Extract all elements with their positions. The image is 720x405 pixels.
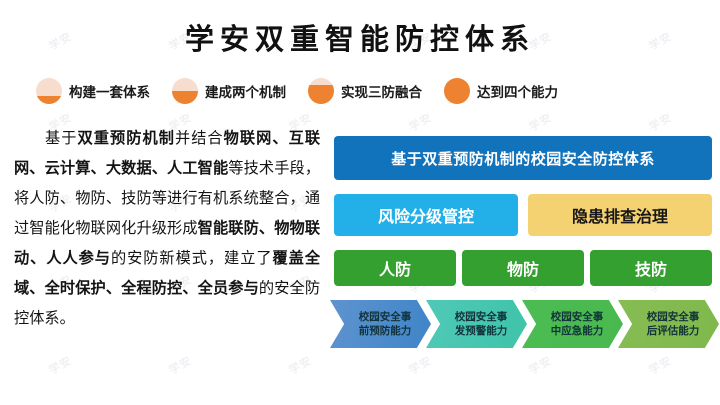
mechanism-box-hazard-investigation: 隐患排查治理: [528, 194, 712, 236]
paragraph-segment: 与: [243, 280, 259, 297]
capability-line-1: 校园安全事: [550, 311, 604, 323]
capability-chevron-row: 校园安全事前预防能力校园安全事发预警能力校园安全事中应急能力校园安全事后评估能力: [330, 300, 719, 348]
description-paragraph: 基于双重预防机制并结合物联网、互联网、云计算、大数据、人工智能等技术手段，将人防…: [14, 124, 320, 334]
capability-chevron-1: 校园安全事前预防能力: [330, 300, 431, 348]
progress-circle-fill: [308, 85, 334, 104]
defense-box-3: 技防: [590, 250, 712, 286]
mechanism-box-risk-control: 风险分级管控: [334, 194, 518, 236]
progress-circle-label: 建成两个机制: [205, 85, 286, 100]
capability-chevron-text: 校园安全事后评估能力: [647, 310, 700, 338]
progress-circle-icon: [308, 78, 334, 104]
capability-line-2: 前预防能力: [358, 325, 412, 337]
capability-chevron-3: 校园安全事中应急能力: [522, 300, 623, 348]
paragraph-segment: 覆盖全域、全时保护、全程防控、全员参: [14, 250, 320, 297]
capability-line-2: 发预警能力: [454, 325, 508, 337]
capability-line-2: 中应急能力: [550, 325, 604, 337]
capability-line-1: 校园安全事: [358, 311, 412, 323]
progress-circle-label: 实现三防融合: [341, 85, 422, 100]
progress-circle-item-3: 实现三防融合: [308, 78, 422, 104]
paragraph-segment: 智能联防、物物联动、人人参与: [14, 220, 321, 267]
defense-box-2: 物防: [462, 250, 584, 286]
capability-line-1: 校园安全事: [454, 311, 508, 323]
paragraph-segment: 物联网、互联网、云计算、大数据、人工智能: [14, 130, 321, 177]
capability-chevron-text: 校园安全事前预防能力: [359, 310, 412, 338]
page-title: 学安双重智能防控体系: [184, 24, 535, 56]
capability-chevron-text: 校园安全事中应急能力: [551, 310, 604, 338]
progress-circle-fill: [444, 78, 470, 104]
capability-line-2: 后评估能力: [646, 325, 700, 337]
progress-circle-label: 达到四个能力: [477, 85, 558, 100]
mechanism-row: 风险分级管控 隐患排查治理: [334, 194, 712, 236]
framework-diagram: 基于双重预防机制的校园安全防控体系 风险分级管控 隐患排查治理 人防物防技防 校…: [330, 136, 719, 376]
paragraph-segment: 的安防新模式，建立了: [110, 250, 273, 267]
progress-circle-fill: [172, 91, 198, 104]
progress-circle-label: 构建一套体系: [69, 85, 150, 100]
defense-row: 人防物防技防: [334, 250, 712, 286]
paragraph-segment: 双重预防机制: [77, 130, 175, 147]
progress-circle-icon: [36, 78, 62, 104]
capability-chevron-text: 校园安全事发预警能力: [455, 310, 508, 338]
defense-box-1: 人防: [334, 250, 456, 286]
progress-circle-item-1: 构建一套体系: [36, 78, 150, 104]
capability-line-1: 校园安全事: [646, 311, 700, 323]
progress-circle-item-2: 建成两个机制: [172, 78, 286, 104]
progress-circle-row: 构建一套体系 建成两个机制 实现三防融合 达到四个能力: [36, 76, 686, 106]
progress-circle-item-4: 达到四个能力: [444, 78, 558, 104]
capability-chevron-4: 校园安全事后评估能力: [618, 300, 719, 348]
progress-circle-icon: [172, 78, 198, 104]
paragraph-segment: 并结合: [174, 130, 224, 147]
paragraph-segment: 基于: [44, 130, 78, 147]
paragraph-segment: 的安全防控体系。: [14, 280, 321, 327]
diagram-header-box: 基于双重预防机制的校园安全防控体系: [334, 136, 712, 180]
progress-circle-fill: [36, 96, 62, 104]
progress-circle-icon: [444, 78, 470, 104]
paragraph-segment: 等技术手段，将人防、物防、技防等进行有机系统整合，通过智能化物联网化升级形成: [14, 160, 321, 237]
capability-chevron-2: 校园安全事发预警能力: [426, 300, 527, 348]
